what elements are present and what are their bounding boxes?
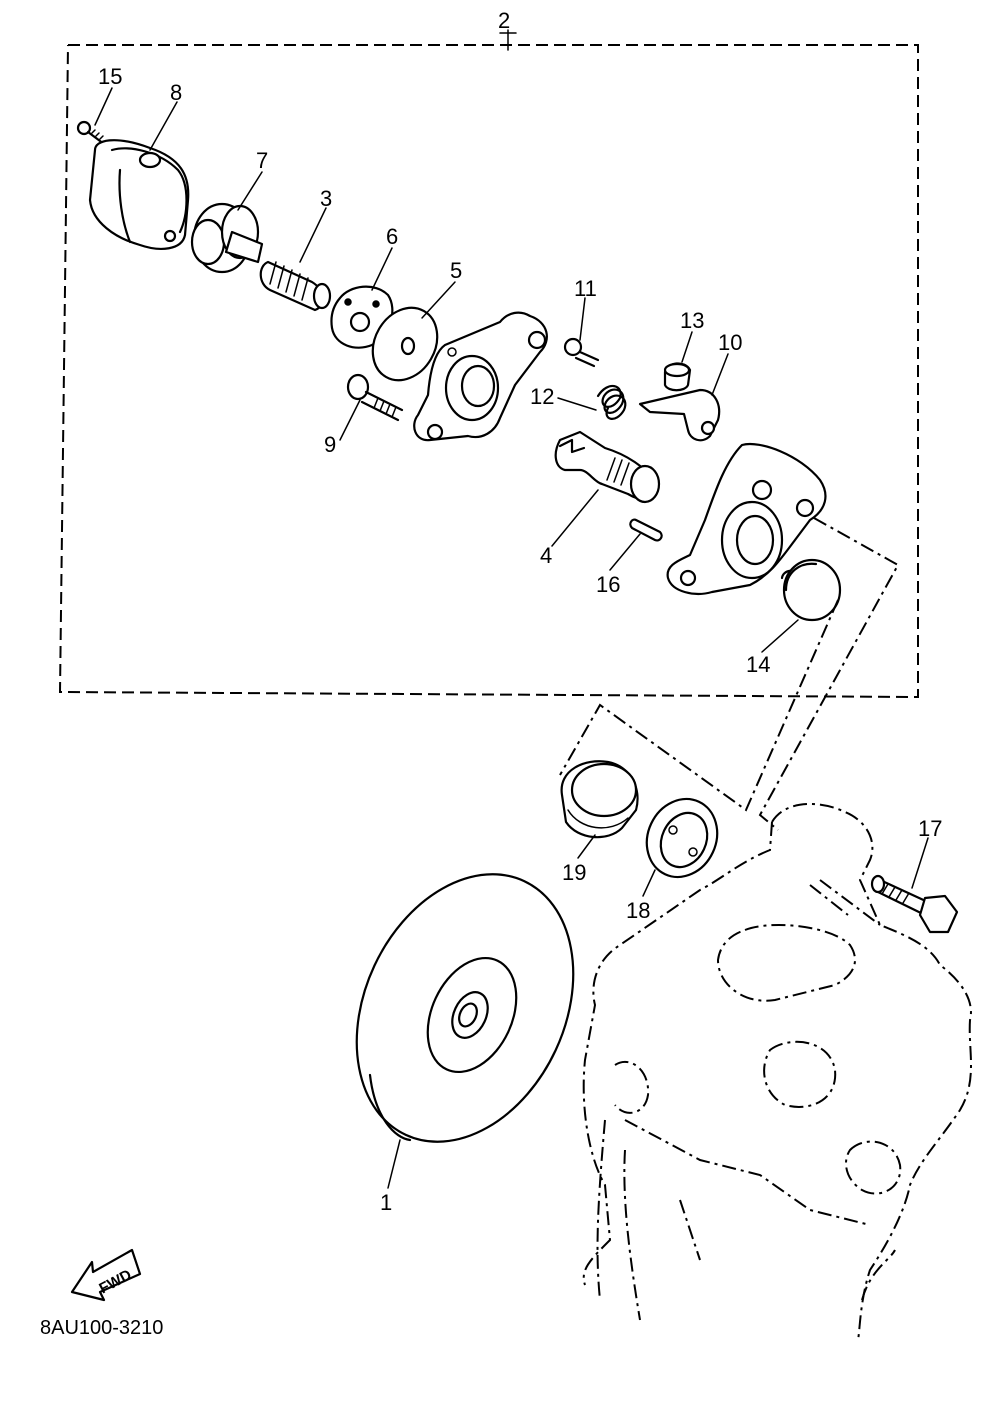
- part-8-cap: [88, 139, 190, 250]
- connector-lines: [559, 517, 900, 916]
- label-part-11: 11: [574, 276, 597, 301]
- label-part-18: 18: [626, 898, 650, 923]
- part-9-bolt: [346, 373, 404, 422]
- part-13-collar: [663, 362, 692, 392]
- part-10-lever: [638, 388, 721, 442]
- pump-housing-plate: [413, 311, 548, 442]
- part-11-screw: [563, 337, 600, 368]
- label-part-3: 3: [320, 186, 332, 211]
- part-7-shaft: [190, 202, 264, 274]
- drawing-code: 8AU100-3210: [40, 1317, 163, 1339]
- part-4-valve: [554, 430, 661, 504]
- label-part-1: 1: [380, 1190, 392, 1215]
- fwd-arrow-icon: FWD: [70, 1248, 142, 1302]
- label-part-8: 8: [170, 80, 182, 105]
- engine-crankcase: [582, 803, 972, 1341]
- label-part-13: 13: [680, 308, 704, 333]
- label-part-6: 6: [386, 224, 398, 249]
- part-5-washer: [371, 306, 439, 382]
- pump-main-body: [666, 442, 827, 595]
- assembly-group-box: [58, 29, 919, 699]
- part-17-bolt: [870, 874, 959, 934]
- part-19-cap: [560, 760, 639, 839]
- label-part-10: 10: [718, 330, 742, 355]
- label-part-9: 9: [324, 432, 336, 457]
- part-14-plug: [780, 558, 842, 622]
- part-18-seal: [645, 797, 719, 879]
- label-part-17: 17: [918, 816, 942, 841]
- leader-lines: [94, 87, 929, 1189]
- label-part-4: 4: [540, 543, 552, 568]
- part-1-gasket: [355, 873, 575, 1143]
- label-part-14: 14: [746, 652, 770, 677]
- part-labels: 2 15 8 7 3 6 5 11 13 10 12 9 4 16 14 19 …: [98, 8, 942, 1215]
- part-16-pin: [629, 518, 663, 542]
- label-part-12: 12: [530, 384, 554, 409]
- part-15-screw: [76, 120, 106, 146]
- label-part-7: 7: [256, 148, 268, 173]
- label-part-15: 15: [98, 64, 122, 89]
- label-part-19: 19: [562, 860, 586, 885]
- part-3-spring: [259, 260, 332, 312]
- label-part-2: 2: [498, 8, 510, 33]
- part-12-spring: [596, 385, 627, 420]
- label-part-5: 5: [450, 258, 462, 283]
- label-part-16: 16: [596, 572, 620, 597]
